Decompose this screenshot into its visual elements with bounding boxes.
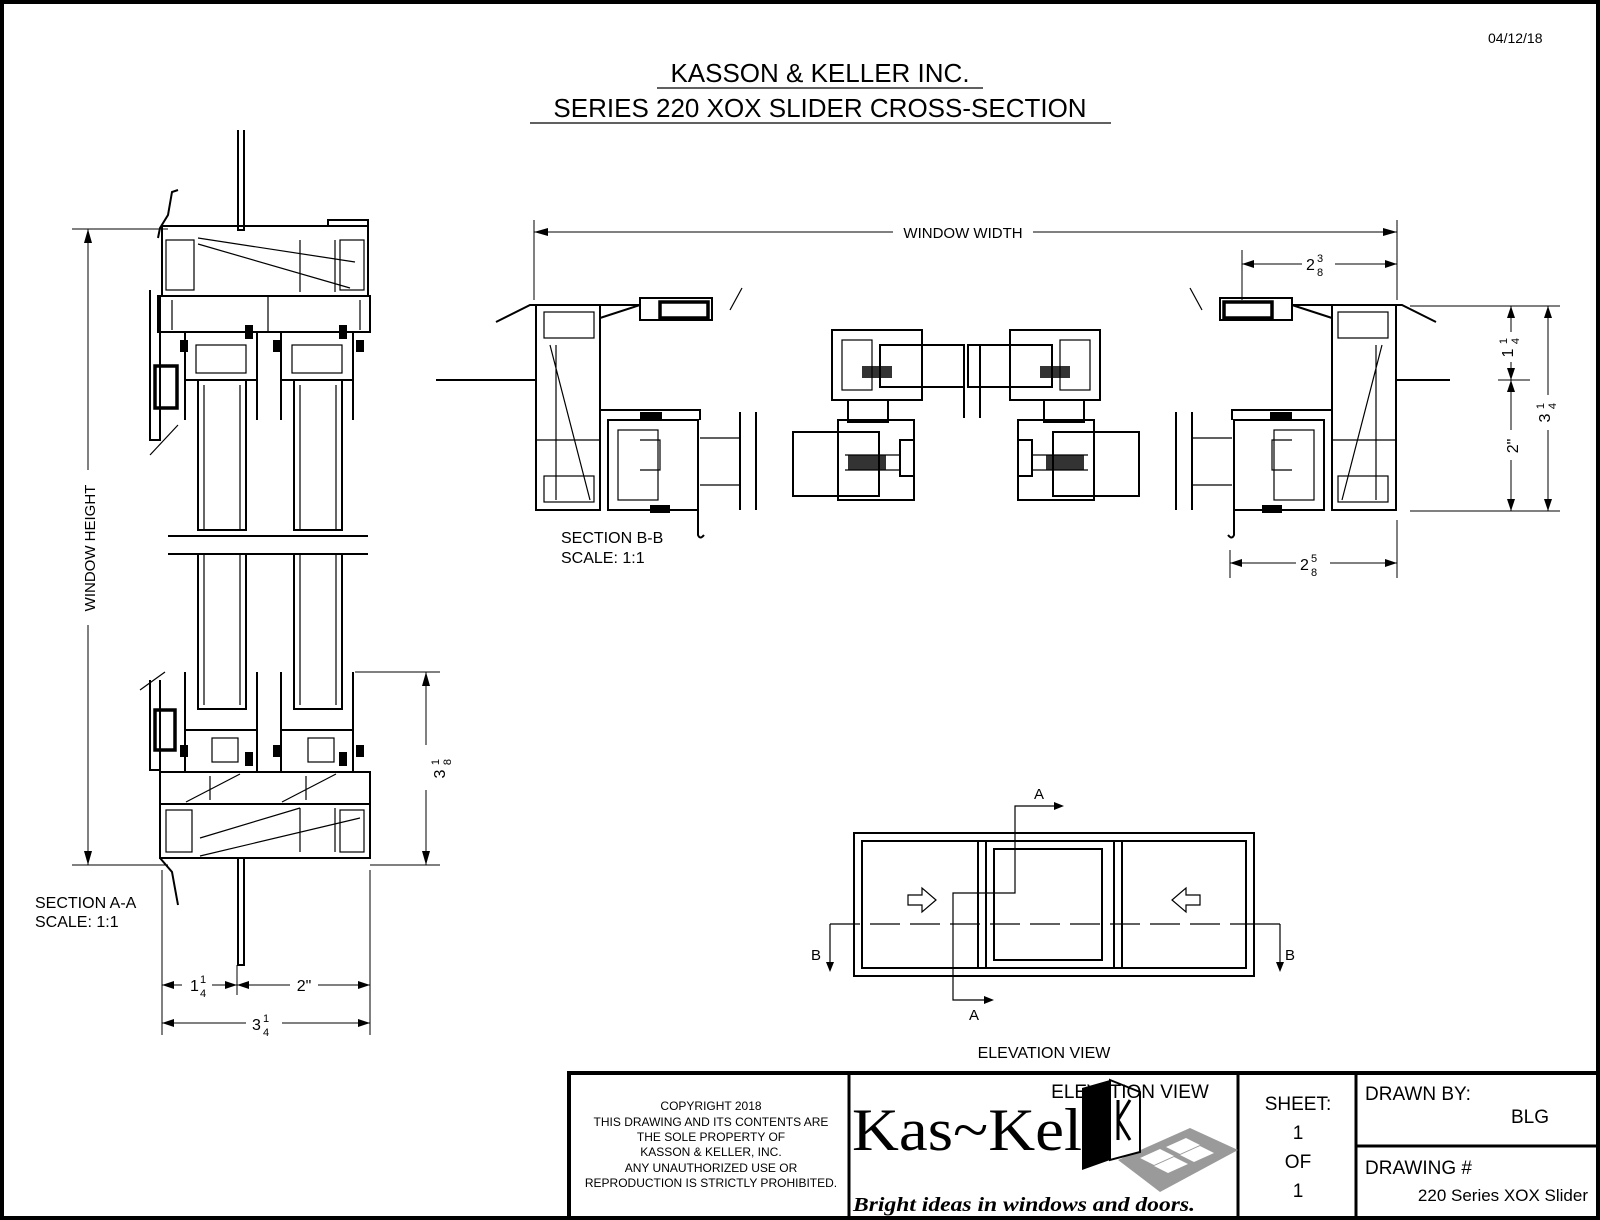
dim-b-r3-whole: 3 [1537,413,1554,422]
elevation-view: B B A A ELEVATION VIEW [811,786,1295,1062]
drawn-by-value: BLG [1511,1107,1549,1128]
copyright-line: COPYRIGHT 2018 [660,1099,761,1113]
title-company: KASSON & KELLER INC. [670,58,969,88]
copyright-line: REPRODUCTION IS STRICTLY PROHIBITED. [585,1176,837,1190]
dim-b-r3-den: 4 [1547,403,1559,409]
copyright-line: ANY UNAUTHORIZED USE OR [625,1161,798,1175]
dim-a-total-den: 4 [263,1027,269,1039]
dim-b-r1-num: 1 [1498,338,1510,344]
cut-b-left: B [811,947,821,964]
dim-b-bottom-num: 5 [1311,553,1317,565]
dim-a-left-whole: 1 [190,978,199,995]
dim-a-right-num: 1 [430,759,442,765]
dim-a-left-den: 4 [200,988,206,1000]
section-b-label: SECTION B-B [561,530,663,547]
drawing-number-value: 220 Series XOX Slider [1418,1186,1588,1205]
dim-a-left-num: 1 [200,974,206,986]
logo-wordmark: Kas~Kel [852,1097,1082,1163]
dim-a-right-den: 8 [442,759,454,765]
dim-b-top-whole: 2 [1306,257,1315,274]
dim-b-r2: 2" [1505,439,1522,454]
cut-b-right: B [1285,947,1295,964]
section-b-b-drawing: WINDOW WIDTH [436,220,1560,579]
dim-b-r1-den: 4 [1510,338,1522,344]
cut-a-bottom: A [969,1007,979,1024]
copyright-line: THIS DRAWING AND ITS CONTENTS ARE [594,1115,829,1129]
sheet-total: 1 [1293,1181,1304,1202]
window-width-label: WINDOW WIDTH [903,225,1022,242]
copyright-line: THE SOLE PROPERTY OF [637,1130,785,1144]
kaskel-logo: Kas~Kel ELEVATION VIEW Bright ideas in w… [852,1078,1238,1216]
drawn-by-label: DRAWN BY: [1365,1084,1471,1105]
section-b-scale: SCALE: 1:1 [561,550,645,567]
elevation-view-label: ELEVATION VIEW [978,1045,1112,1062]
drawing-date: 04/12/18 [1488,30,1543,46]
sheet-number: 1 [1293,1123,1304,1144]
section-a-label: SECTION A-A [35,895,137,912]
cut-a-top: A [1034,786,1044,803]
logo-overlay-text: ELEVATION VIEW [1051,1082,1209,1103]
dim-b-top-num: 3 [1317,253,1323,265]
drawing-number-label: DRAWING # [1365,1158,1472,1179]
window-height-label: WINDOW HEIGHT [82,485,99,612]
copyright-block: COPYRIGHT 2018 THIS DRAWING AND ITS CONT… [585,1099,837,1190]
dim-b-r1-whole: 1 [1500,348,1517,357]
dim-b-bottom-den: 8 [1311,567,1317,579]
section-a-a-drawing: WINDOW HEIGHT [35,130,454,1039]
dim-a-total-whole: 3 [252,1017,261,1034]
dim-a-total-num: 1 [263,1013,269,1025]
title-drawing: SERIES 220 XOX SLIDER CROSS-SECTION [553,93,1086,123]
dim-b-r3-num: 1 [1535,403,1547,409]
copyright-line: KASSON & KELLER, INC. [640,1145,781,1159]
section-a-scale: SCALE: 1:1 [35,914,119,931]
sheet-label: SHEET: [1265,1094,1332,1115]
dim-a-mid: 2" [297,978,312,995]
title-block: COPYRIGHT 2018 THIS DRAWING AND ITS CONT… [567,1071,1600,1220]
dim-b-top-den: 8 [1317,267,1323,279]
dim-a-right-whole: 3 [432,769,449,778]
dim-b-bottom-whole: 2 [1300,557,1309,574]
logo-tagline: Bright ideas in windows and doors. [852,1194,1195,1216]
sheet-of: OF [1285,1152,1311,1173]
